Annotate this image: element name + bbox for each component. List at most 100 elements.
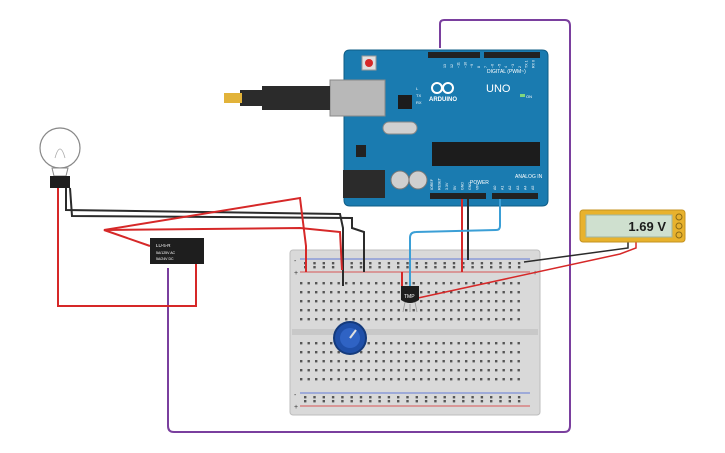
breadboard-hole[interactable] xyxy=(457,291,460,294)
temperature-sensor[interactable]: TMP xyxy=(401,286,419,313)
breadboard-hole[interactable] xyxy=(345,291,348,294)
breadboard-hole[interactable] xyxy=(315,300,318,303)
breadboard-hole[interactable] xyxy=(345,309,348,312)
breadboard-hole[interactable] xyxy=(495,378,498,381)
breadboard-hole[interactable] xyxy=(443,266,446,269)
breadboard-hole[interactable] xyxy=(472,318,475,321)
breadboard-hole[interactable] xyxy=(490,266,493,269)
breadboard-hole[interactable] xyxy=(420,282,423,285)
breadboard-hole[interactable] xyxy=(307,378,310,381)
breadboard-hole[interactable] xyxy=(452,266,456,269)
breadboard-hole[interactable] xyxy=(405,309,408,312)
breadboard-hole[interactable] xyxy=(390,342,393,345)
breadboard-hole[interactable] xyxy=(480,291,483,294)
breadboard-hole[interactable] xyxy=(350,396,353,399)
breadboard-hole[interactable] xyxy=(300,309,303,312)
breadboard-hole[interactable] xyxy=(375,309,378,312)
breadboard-hole[interactable] xyxy=(331,262,335,265)
breadboard-hole[interactable] xyxy=(360,300,363,303)
breadboard-hole[interactable] xyxy=(457,309,460,312)
breadboard-hole[interactable] xyxy=(502,282,505,285)
breadboard-hole[interactable] xyxy=(452,396,456,399)
breadboard-hole[interactable] xyxy=(510,360,513,363)
breadboard-hole[interactable] xyxy=(337,369,340,372)
breadboard-hole[interactable] xyxy=(442,309,445,312)
breadboard-hole[interactable] xyxy=(487,369,490,372)
breadboard-hole[interactable] xyxy=(405,360,408,363)
breadboard-hole[interactable] xyxy=(315,282,318,285)
breadboard-hole[interactable] xyxy=(406,400,409,403)
breadboard-hole[interactable] xyxy=(375,291,378,294)
breadboard-hole[interactable] xyxy=(427,309,430,312)
breadboard-hole[interactable] xyxy=(427,282,430,285)
breadboard-hole[interactable] xyxy=(424,400,428,403)
breadboard-hole[interactable] xyxy=(472,309,475,312)
breadboard-hole[interactable] xyxy=(487,291,490,294)
breadboard-hole[interactable] xyxy=(508,266,511,269)
breadboard-hole[interactable] xyxy=(499,396,502,399)
breadboard-hole[interactable] xyxy=(337,378,340,381)
breadboard-hole[interactable] xyxy=(415,396,418,399)
breadboard-hole[interactable] xyxy=(502,369,505,372)
breadboard-hole[interactable] xyxy=(502,351,505,354)
breadboard-hole[interactable] xyxy=(367,369,370,372)
breadboard-hole[interactable] xyxy=(487,309,490,312)
terminal-v-icon[interactable] xyxy=(675,222,683,230)
breadboard-hole[interactable] xyxy=(443,396,446,399)
breadboard-hole[interactable] xyxy=(472,291,475,294)
breadboard-hole[interactable] xyxy=(415,400,418,403)
wire-black-bulb-2[interactable] xyxy=(69,187,365,272)
breadboard-hole[interactable] xyxy=(397,262,400,265)
breadboard-hole[interactable] xyxy=(502,378,505,381)
breadboard-hole[interactable] xyxy=(480,360,483,363)
breadboard-hole[interactable] xyxy=(480,378,483,381)
breadboard-hole[interactable] xyxy=(465,369,468,372)
breadboard-hole[interactable] xyxy=(382,318,385,321)
breadboard-hole[interactable] xyxy=(367,378,370,381)
breadboard-hole[interactable] xyxy=(434,400,437,403)
light-bulb[interactable] xyxy=(39,127,81,188)
breadboard-hole[interactable] xyxy=(420,369,423,372)
breadboard-hole[interactable] xyxy=(490,262,493,265)
breadboard-hole[interactable] xyxy=(304,396,307,399)
breadboard-hole[interactable] xyxy=(390,378,393,381)
breadboard-hole[interactable] xyxy=(330,360,333,363)
breadboard-hole[interactable] xyxy=(457,300,460,303)
breadboard-hole[interactable] xyxy=(510,369,513,372)
breadboard-hole[interactable] xyxy=(300,318,303,321)
breadboard-hole[interactable] xyxy=(510,378,513,381)
breadboard-hole[interactable] xyxy=(487,318,490,321)
breadboard-hole[interactable] xyxy=(304,400,307,403)
breadboard-hole[interactable] xyxy=(350,266,353,269)
breadboard-hole[interactable] xyxy=(465,318,468,321)
breadboard-hole[interactable] xyxy=(375,282,378,285)
breadboard-hole[interactable] xyxy=(307,369,310,372)
breadboard-hole[interactable] xyxy=(307,342,310,345)
breadboard-hole[interactable] xyxy=(367,342,370,345)
breadboard-hole[interactable] xyxy=(352,291,355,294)
breadboard-hole[interactable] xyxy=(313,266,316,269)
breadboard-hole[interactable] xyxy=(390,291,393,294)
breadboard-hole[interactable] xyxy=(517,396,521,399)
breadboard-hole[interactable] xyxy=(508,400,511,403)
breadboard-hole[interactable] xyxy=(367,351,370,354)
breadboard-hole[interactable] xyxy=(397,282,400,285)
breadboard-hole[interactable] xyxy=(390,300,393,303)
breadboard-hole[interactable] xyxy=(352,309,355,312)
breadboard-hole[interactable] xyxy=(457,378,460,381)
breadboard-hole[interactable] xyxy=(367,300,370,303)
breadboard-hole[interactable] xyxy=(330,318,333,321)
breadboard-hole[interactable] xyxy=(435,378,438,381)
breadboard-hole[interactable] xyxy=(435,309,438,312)
breadboard-hole[interactable] xyxy=(390,351,393,354)
breadboard-hole[interactable] xyxy=(405,378,408,381)
breadboard-hole[interactable] xyxy=(434,262,437,265)
breadboard-hole[interactable] xyxy=(502,318,505,321)
breadboard-hole[interactable] xyxy=(480,396,484,399)
breadboard-hole[interactable] xyxy=(378,396,381,399)
breadboard-hole[interactable] xyxy=(442,282,445,285)
breadboard-hole[interactable] xyxy=(450,378,453,381)
breadboard-hole[interactable] xyxy=(352,360,355,363)
breadboard-hole[interactable] xyxy=(420,378,423,381)
breadboard-hole[interactable] xyxy=(331,396,335,399)
